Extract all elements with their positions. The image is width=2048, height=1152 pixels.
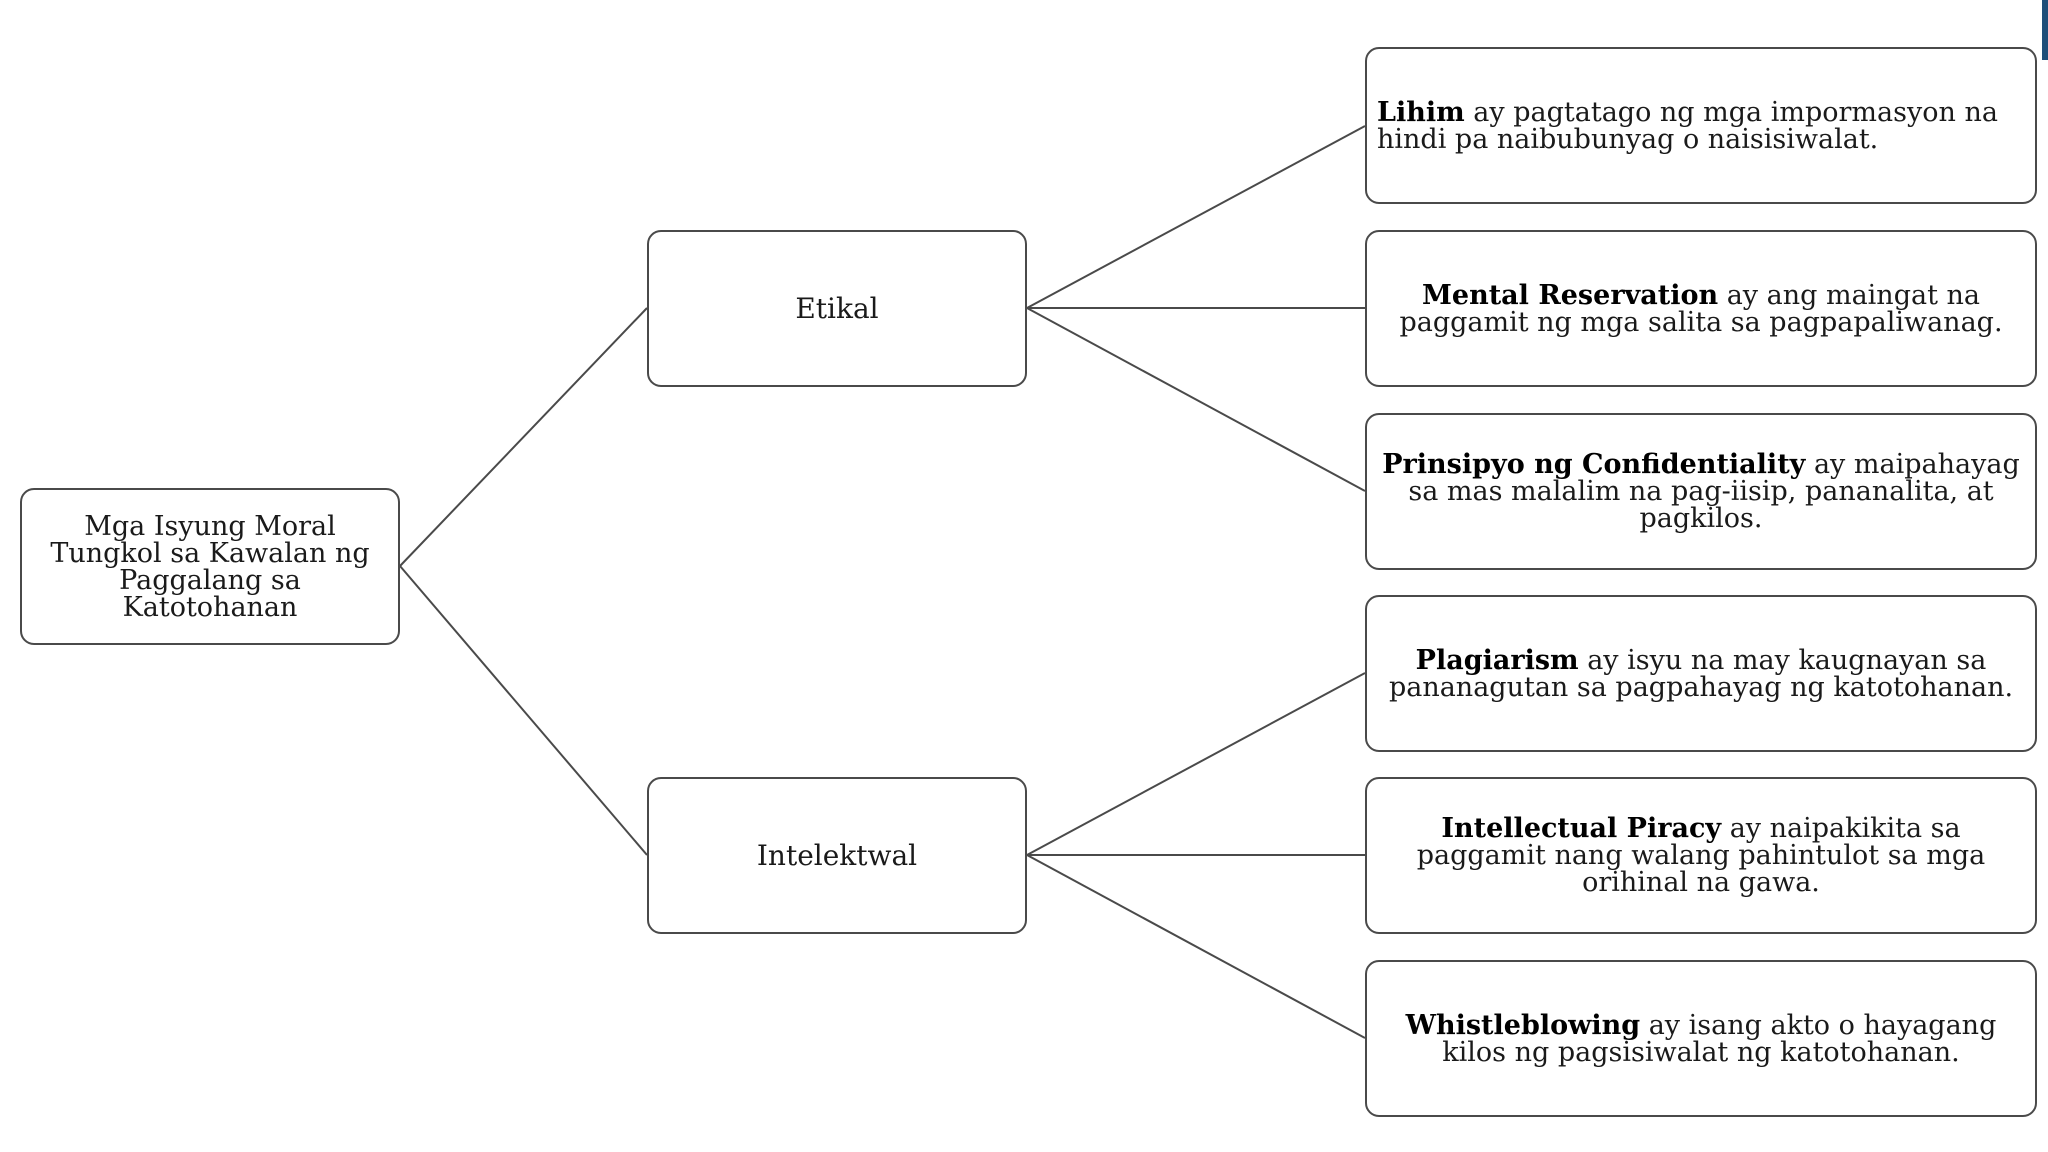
leaf-text-mental-reservation: Mental Reservation ay ang maingat na pag…	[1377, 282, 2025, 336]
connector-intellect-whistleblowing	[1026, 854, 1366, 1039]
leaf-definition-intellectual-piracy: ay naipakikita sa paggamit nang walang p…	[1416, 813, 1986, 898]
connector-root-ethics	[399, 307, 648, 567]
leaf-node-mental-reservation: Mental Reservation ay ang maingat na pag…	[1365, 230, 2037, 387]
leaf-text-lihim: Lihim ay pagtatago ng mga impormasyon na…	[1377, 99, 2025, 153]
connector-intellect-plagiarism	[1026, 672, 1366, 856]
leaf-term-plagiarism: Plagiarism	[1415, 644, 1579, 676]
root-node: Mga Isyung Moral Tungkol sa Kawalan ng P…	[20, 488, 400, 645]
leaf-term-mental-reservation: Mental Reservation	[1422, 279, 1719, 311]
category-node-intelektwal: Intelektwal	[647, 777, 1027, 934]
leaf-term-intellectual-piracy: Intellectual Piracy	[1441, 813, 1722, 844]
leaf-definition-mental-reservation: ay ang maingat na paggamit ng mga salita…	[1399, 279, 2003, 338]
category-label-etikal: Etikal	[795, 291, 879, 325]
leaf-node-plagiarism: Plagiarism ay isyu na may kaugnayan sa p…	[1365, 595, 2037, 752]
leaf-definition-whistleblowing: ay isang akto o hayagang kilos ng pagsis…	[1442, 1009, 1997, 1068]
connector-ethics-lihim	[1026, 125, 1366, 309]
leaf-node-lihim: Lihim ay pagtatago ng mga impormasyon na…	[1365, 47, 2037, 204]
connector-ethics-confidentiality	[1026, 307, 1366, 492]
right-edge-accent	[2042, 0, 2048, 60]
leaf-node-whistleblowing: Whistleblowing ay isang akto o hayagang …	[1365, 960, 2037, 1117]
leaf-text-intellectual-piracy: Intellectual Piracy ay naipakikita sa pa…	[1377, 815, 2025, 896]
root-label: Mga Isyung Moral Tungkol sa Kawalan ng P…	[50, 510, 370, 623]
leaf-text-confidentiality: Prinsipyo ng Confidentiality ay maipahay…	[1377, 451, 2025, 532]
leaf-definition-confidentiality: ay maipahayag sa mas malalim na pag-iisi…	[1408, 449, 2020, 534]
category-node-etikal: Etikal	[647, 230, 1027, 387]
leaf-node-intellectual-piracy: Intellectual Piracy ay naipakikita sa pa…	[1365, 777, 2037, 934]
leaf-term-lihim: Lihim	[1377, 96, 1465, 128]
leaf-term-whistleblowing: Whistleblowing	[1405, 1009, 1641, 1041]
leaf-node-confidentiality: Prinsipyo ng Confidentiality ay maipahay…	[1365, 413, 2037, 570]
category-label-intelektwal: Intelektwal	[756, 838, 918, 872]
connector-root-intellect	[399, 565, 648, 856]
leaf-definition-lihim: ay pagtatago ng mga impormasyon na hindi…	[1377, 96, 1998, 155]
leaf-term-confidentiality: Prinsipyo ng Confidentiality	[1382, 449, 1806, 480]
leaf-text-plagiarism: Plagiarism ay isyu na may kaugnayan sa p…	[1377, 647, 2025, 701]
leaf-definition-plagiarism: ay isyu na may kaugnayan sa pananagutan …	[1388, 644, 2014, 703]
leaf-text-whistleblowing: Whistleblowing ay isang akto o hayagang …	[1377, 1012, 2025, 1066]
